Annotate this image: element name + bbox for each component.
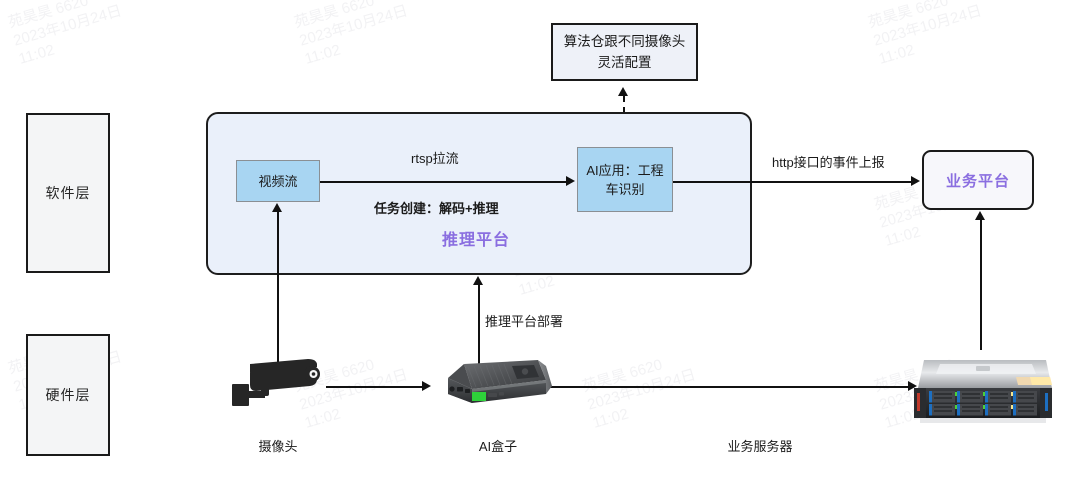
cctv-camera-icon xyxy=(228,358,328,420)
http-report-label: http接口的事件上报 xyxy=(772,155,885,170)
task-create-label: 任务创建：解码+推理 xyxy=(374,201,499,216)
ai-application-node: AI应用：工程 车识别 xyxy=(577,147,673,212)
ai-box-device-label: AI盒子 xyxy=(478,439,518,454)
connector-server-to-business-platform xyxy=(980,220,982,350)
business-platform-box: 业务平台 xyxy=(922,150,1034,210)
camera-device-label: 摄像头 xyxy=(258,439,298,454)
connector-camera-to-aibox xyxy=(326,386,422,388)
ai-app-line-2: 车识别 xyxy=(605,181,645,197)
connector-aibox-to-server xyxy=(548,386,908,388)
connector-video-to-ai xyxy=(320,181,566,183)
watermark: 苑昊昊 6620 2023年10月24日 11:02 xyxy=(866,0,984,68)
arrow-right-to-business-platform xyxy=(911,176,920,186)
business-platform-label: 业务平台 xyxy=(945,172,1010,190)
arrow-up-to-business-platform xyxy=(975,211,985,220)
arrow-up-to-note xyxy=(618,87,628,96)
note-line-1: 算法仓跟不同摄像头 xyxy=(563,34,686,49)
arrow-up-to-video-stream xyxy=(272,203,282,212)
hardware-layer-label: 硬件层 xyxy=(45,387,91,403)
rtsp-label: rtsp拉流 xyxy=(411,151,459,166)
arrow-up-deploy xyxy=(473,276,483,285)
watermark: 苑昊昊 6620 2023年10月24日 11:02 xyxy=(580,356,698,432)
business-server-device-label: 业务服务器 xyxy=(727,439,793,454)
connector-platform-to-business xyxy=(673,181,911,183)
watermark: 苑昊昊 6620 2023年10月24日 11:02 xyxy=(292,0,410,68)
algorithm-config-note-box: 算法仓跟不同摄像头 灵活配置 xyxy=(551,23,698,81)
watermark: 苑昊昊 6620 2023年10月24日 11:02 xyxy=(6,0,124,68)
video-stream-label: 视频流 xyxy=(258,173,298,189)
connector-aibox-to-platform xyxy=(478,285,480,377)
software-layer-box: 软件层 xyxy=(26,113,110,273)
video-stream-node: 视频流 xyxy=(236,160,320,202)
hardware-layer-box: 硬件层 xyxy=(26,334,110,456)
arrow-right-to-aibox xyxy=(422,381,431,391)
ai-app-line-1: AI应用：工程 xyxy=(586,162,664,178)
connector-camera-to-video-stream xyxy=(277,212,279,364)
note-line-2: 灵活配置 xyxy=(597,55,652,70)
software-layer-label: 软件层 xyxy=(45,185,91,201)
arrow-right-to-server xyxy=(908,381,917,391)
rack-server-icon xyxy=(910,358,1056,426)
edge-ai-box-icon xyxy=(442,358,554,420)
arrow-right-to-ai-app xyxy=(566,176,575,186)
inference-platform-title: 推理平台 xyxy=(442,232,511,249)
deploy-label: 推理平台部署 xyxy=(485,314,564,329)
